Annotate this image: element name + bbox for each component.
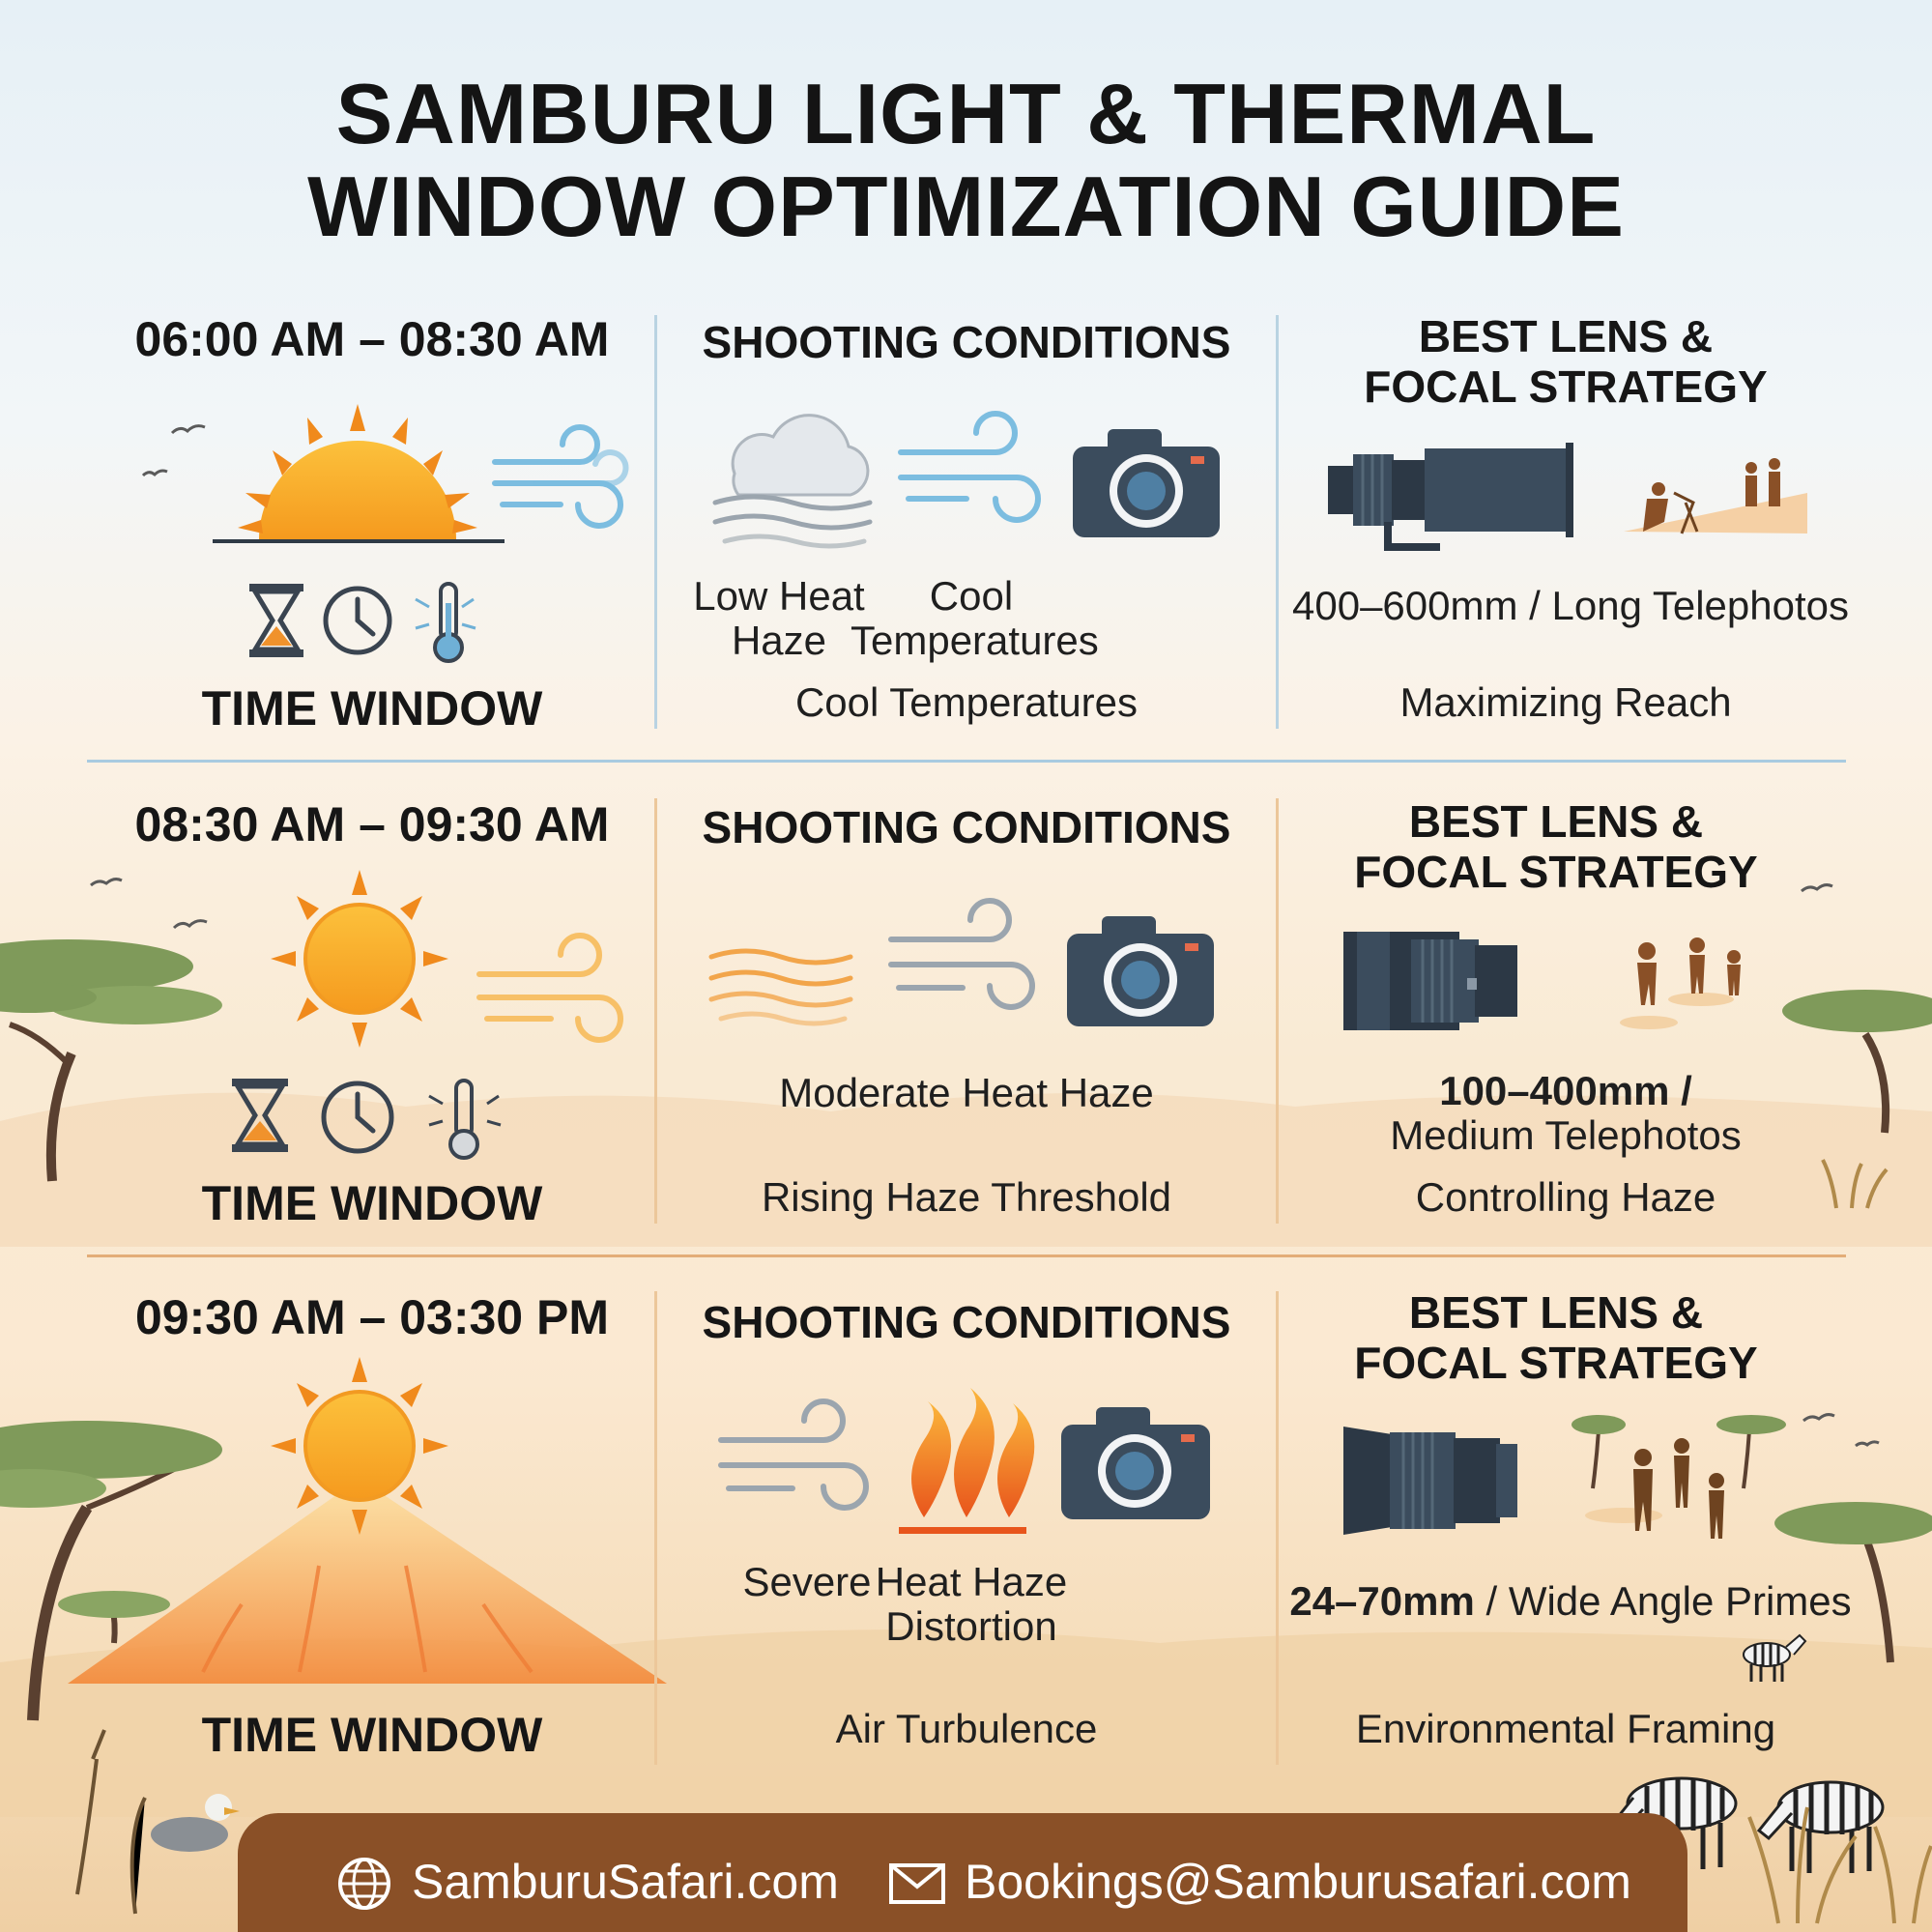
globe-icon (338, 1858, 390, 1910)
camera-icon-row3 (1061, 1407, 1210, 1519)
column-divider (1276, 798, 1279, 1224)
row2-lens-focal-type: Medium Telephotos (1390, 1112, 1742, 1158)
wind-icon-cond-row3 (718, 1399, 869, 1511)
row3-conditions-detail-severe: Severe (742, 1559, 872, 1604)
row1-conditions-header: SHOOTING CONDITIONS (702, 317, 1231, 367)
acacia-tree-icon-left-row3 (0, 1421, 222, 1721)
column-divider (654, 1291, 657, 1765)
grass-icon (1747, 1159, 1932, 1924)
telephoto-lens-icon (1328, 443, 1573, 551)
row2-lens-header: BEST LENS & FOCAL STRATEGY (1285, 796, 1827, 897)
row3-lens-focal: 24–70mm / Wide Angle Primes (1285, 1579, 1856, 1624)
cloud-haze-icon (712, 414, 873, 549)
birds-row2 (90, 878, 1833, 930)
row1-condition-temperature-line2: Temperatures (851, 618, 1099, 663)
row2-lens-header-line2: FOCAL STRATEGY (1354, 847, 1758, 897)
row2-conditions-header: SHOOTING CONDITIONS (702, 802, 1231, 852)
people-trees-icon-row3 (1572, 1415, 1786, 1539)
column-divider (654, 798, 657, 1224)
row2-conditions-detail: Moderate Heat Haze (779, 1070, 1154, 1115)
row2-conditions-summary: Rising Haze Threshold (761, 1174, 1172, 1220)
row3-time-range: 09:30 AM – 03:30 PM (134, 1290, 610, 1344)
row3-conditions-header: SHOOTING CONDITIONS (702, 1297, 1231, 1347)
footer-website-link[interactable]: SamburuSafari.com (412, 1855, 839, 1909)
clock-icon-row2 (321, 1081, 394, 1154)
hourglass-icon-row2 (232, 1079, 288, 1152)
row1-lens-header-line1: BEST LENS & (1418, 311, 1714, 361)
column-divider (1276, 1291, 1279, 1765)
row1-condition-haze: Low Heat Haze (677, 574, 881, 663)
row3-lens-header-line2: FOCAL STRATEGY (1354, 1338, 1758, 1388)
sun-icon-row2 (271, 870, 448, 1048)
row1-condition-temperature-line1: Cool (929, 573, 1014, 619)
wind-icon-cond-row2 (888, 898, 1035, 1010)
row1-conditions-summary: Cool Temperatures (794, 679, 1139, 725)
row3-lens-header-line1: BEST LENS & (1408, 1287, 1704, 1338)
sunrise-icon (213, 404, 505, 543)
telephoto-lens-icon-row2 (1343, 932, 1517, 1030)
row3-lens-focal-range: 24–70mm (1289, 1578, 1475, 1624)
heat-haze-icon (708, 948, 853, 1026)
title-line-2: WINDOW OPTIMIZATION GUIDE (307, 159, 1625, 254)
row1-lens-focal: 400–600mm / Long Telephotos (1292, 583, 1849, 628)
camera-icon-row2 (1067, 916, 1214, 1026)
footer-bar (238, 1813, 1687, 1932)
row1-time-range: 06:00 AM – 08:30 AM (134, 312, 610, 366)
row2-time-range: 08:30 AM – 09:30 AM (134, 797, 610, 851)
row-divider (87, 1254, 1846, 1257)
row1-time-window-label: TIME WINDOW (201, 681, 543, 735)
footer-email-link[interactable]: Bookings@Samburusafari.com (965, 1855, 1631, 1909)
birds-row1 (141, 424, 206, 477)
heat-flame-icon (899, 1388, 1035, 1534)
row1-lens-strategy: Maximizing Reach (1399, 679, 1732, 725)
row2-lens-strategy: Controlling Haze (1415, 1174, 1716, 1220)
clock-icon (323, 586, 392, 655)
birds-row3 (1802, 1413, 1880, 1448)
people-icon-row2 (1620, 937, 1741, 1029)
sun-beams-icon (68, 1357, 667, 1684)
title-line-1: SAMBURU LIGHT & THERMAL (335, 66, 1597, 161)
row2-lens-header-line1: BEST LENS & (1408, 796, 1704, 847)
photographer-icon (1624, 458, 1807, 534)
row1-lens-header: BEST LENS & FOCAL STRATEGY (1295, 311, 1836, 412)
row2-lens-focal-range: 100–400mm / (1439, 1068, 1692, 1113)
thermometer-icon (415, 582, 476, 663)
row3-lens-strategy: Environmental Framing (1355, 1706, 1776, 1751)
camera-icon (1073, 429, 1220, 537)
column-divider (654, 315, 657, 729)
row2-lens-focal: 100–400mm / Medium Telephotos (1295, 1069, 1836, 1158)
row3-conditions-detail-haze-line2: Distortion (885, 1603, 1057, 1649)
thermometer-icon-row2 (428, 1079, 502, 1160)
wide-lens-icon (1343, 1427, 1517, 1535)
row-divider (87, 760, 1846, 763)
row1-condition-haze-line2: Haze (731, 618, 827, 663)
row3-conditions-detail-haze-line1: Heat Haze (875, 1559, 1068, 1604)
acacia-tree-icon-right-row2 (1782, 990, 1932, 1134)
envelope-icon (889, 1863, 945, 1904)
row1-condition-haze-line1: Low Heat (693, 573, 865, 619)
row3-conditions-detail-haze: Heat Haze Distortion (870, 1560, 1073, 1649)
row3-lens-header: BEST LENS & FOCAL STRATEGY (1285, 1287, 1827, 1388)
hourglass-icon (249, 584, 303, 657)
wind-icon (492, 424, 629, 529)
hills-row2 (0, 1092, 1932, 1247)
row1-lens-header-line2: FOCAL STRATEGY (1364, 361, 1768, 412)
wind-icon-row2 (476, 933, 623, 1043)
row3-conditions-summary: Air Turbulence (835, 1706, 1098, 1751)
acacia-tree-icon-right-row3 (1774, 1502, 1932, 1663)
row1-condition-temperature: Cool Temperatures (851, 573, 1099, 663)
wind-icon-cond (898, 411, 1041, 523)
row3-lens-focal-type: / Wide Angle Primes (1474, 1578, 1852, 1624)
bird-ground-icon (75, 1729, 240, 1915)
row2-time-window-label: TIME WINDOW (201, 1176, 543, 1230)
column-divider (1276, 315, 1279, 729)
row3-time-window-label: TIME WINDOW (201, 1708, 543, 1762)
page-title: SAMBURU LIGHT & THERMAL WINDOW OPTIMIZAT… (0, 68, 1932, 253)
acacia-tree-icon-left-row2 (0, 939, 222, 1182)
